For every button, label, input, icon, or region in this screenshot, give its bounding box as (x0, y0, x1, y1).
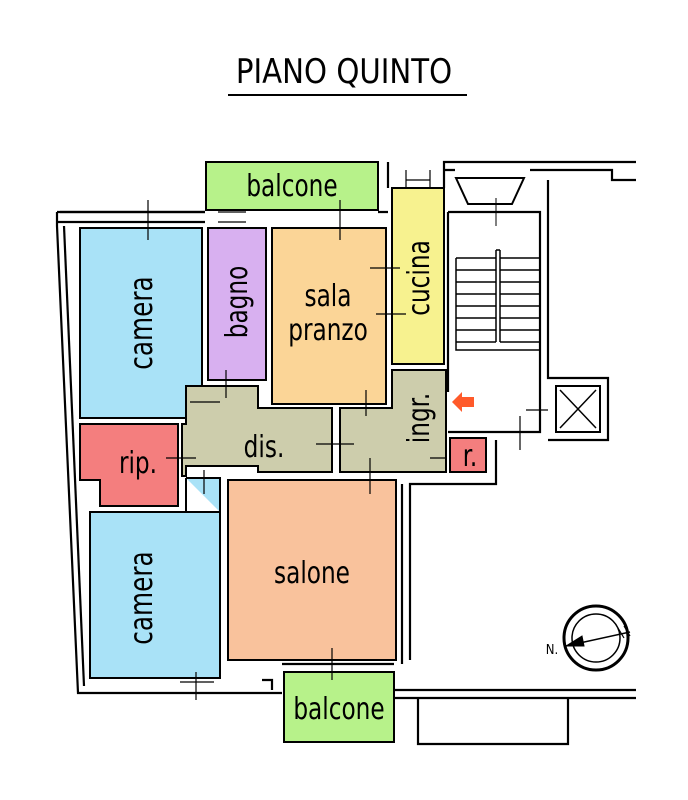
room-label-bagno: bagno (219, 266, 254, 339)
compass-icon (562, 604, 631, 672)
room-bagno (207, 227, 267, 381)
title-underline (228, 94, 467, 96)
room-r (449, 437, 487, 473)
room-rip (79, 423, 179, 507)
room-cucina (391, 187, 445, 365)
room-balcone-bottom (283, 671, 395, 743)
room-salone (227, 479, 397, 661)
room-balcone-top (205, 161, 379, 211)
room-label-salone: salone (274, 555, 350, 590)
room-label-balcone-top: balcone (246, 168, 337, 203)
room-label-r: r. (463, 438, 478, 473)
room-camera-bottom (89, 511, 221, 679)
exterior-walls (55, 160, 636, 746)
room-camera-top (79, 227, 203, 419)
page-title: PIANO QUINTO (235, 52, 453, 92)
room-ingr (339, 369, 447, 473)
stairwell (454, 177, 540, 351)
room-dis (181, 385, 333, 477)
compass-label: N. (546, 643, 558, 658)
room-label-pranzo: pranzo (288, 312, 368, 347)
room-label-cucina: cucina (401, 240, 436, 316)
room-label-ingr: ingr. (401, 393, 436, 443)
entrance-arrow-icon (452, 392, 474, 412)
camera-bottom-nook (185, 477, 221, 512)
room-label-sala: sala (305, 278, 352, 313)
room-label-camera-top: camera (123, 276, 161, 369)
door-markers (140, 170, 548, 700)
lift-shaft (555, 385, 601, 433)
room-label-balcone-bottom: balcone (293, 691, 384, 726)
room-label-camera-bottom: camera (123, 551, 161, 644)
room-label-dis: dis. (244, 429, 285, 464)
room-label-rip: rip. (119, 445, 157, 480)
room-sala-pranzo (271, 227, 387, 405)
